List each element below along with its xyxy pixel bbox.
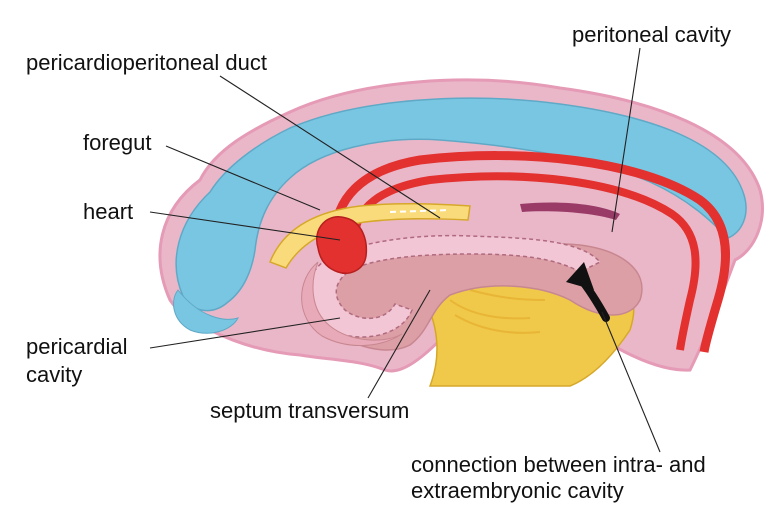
- label-connection-line1: connection between intra- and: [411, 452, 706, 477]
- label-pericardial-cavity-line2: cavity: [26, 362, 82, 387]
- label-pericardioperitoneal-duct: pericardioperitoneal duct: [26, 50, 267, 75]
- label-connection-line2: extraembryonic cavity: [411, 478, 624, 503]
- label-pericardial-cavity-line1: pericardial: [26, 334, 128, 359]
- label-peritoneal-cavity: peritoneal cavity: [572, 22, 731, 47]
- label-foregut: foregut: [83, 130, 152, 155]
- label-heart: heart: [83, 199, 133, 224]
- label-septum-transversum: septum transversum: [210, 398, 409, 423]
